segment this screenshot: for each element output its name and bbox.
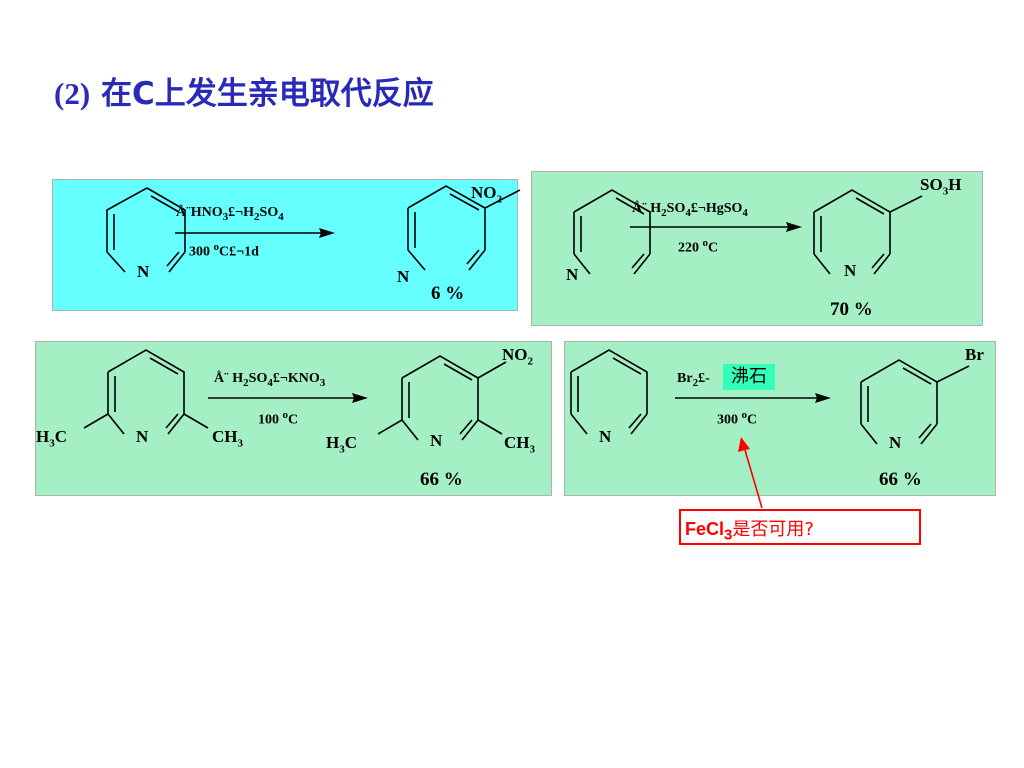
ring-n-label: N [136,427,149,446]
reaction-panel-nitration: N N Å¨HNO3£¬H2SO4 300 oC£¬1d NO2 6 % [52,179,521,311]
title-number: (2) [54,76,91,111]
reaction-panel-bromination: N N Br2£- 沸石 300 oC Br 66 % [564,341,996,496]
nitropyridine-ring [407,185,486,250]
pyridine-ring [106,187,186,252]
reaction-scheme-lutidine [83,349,507,441]
conditions-label: 220 oC [678,237,719,256]
reagent-label: Å¨ H2SO4£¬HgSO4 [632,201,748,219]
product-n-label: N [889,433,902,452]
ring-n-label: N [566,265,579,284]
reaction-scheme-bromination [570,349,970,445]
yield-label: 66 % [879,469,922,490]
boiling-stone-highlight: 沸石 [723,364,775,390]
reagent-label: Å¨ H2SO4£¬KNO3 [214,371,326,389]
yield-label: 66 % [420,469,463,490]
pyridine-ring [573,189,651,254]
sulfonic-pyridine-ring [813,189,891,254]
right-methyl-label: CH3 [212,427,243,450]
yield-label: 70 % [830,299,873,320]
title-text: 在C上发生亲电取代反应 [100,76,434,112]
ring-n-label: N [599,427,612,446]
nitrolutidine-ring [401,355,479,420]
conditions-label: 300 oC£¬1d [189,241,259,260]
lutidine-ring [107,349,185,414]
reaction-panel-lutidine-nitration: N H3C CH3 N H3C CH3 Å¨ H2SO4£¬KNO3 100 o… [35,341,552,496]
page-title: (2) 在C上发生亲电取代反应 [54,68,434,113]
reaction-scheme-nitration [106,185,521,273]
substituent-label: NO2 [471,183,502,206]
product-left-methyl-label: H3C [326,433,358,456]
reaction-panel-sulfonation: N N Å¨ H2SO4£¬HgSO4 220 oC SO3H 70 % [531,171,983,326]
ring-n-label: N [137,262,150,281]
product-right-methyl-label: CH3 [504,433,535,456]
fecl3-question-note: FeCl3是否可用? [679,509,921,545]
product-n-label: N [397,267,410,286]
reagent-label: Br2£- [677,371,710,389]
reaction-scheme-sulfonation [573,189,923,275]
product-n-label: N [430,431,443,450]
pyridine-ring [570,349,648,414]
left-methyl-label: H3C [36,427,68,450]
substituent-label: NO2 [502,345,533,368]
substituent-label: SO3H [920,175,962,198]
bromopyridine-ring [860,359,938,424]
reagent-label: Å¨HNO3£¬H2SO4 [176,205,284,223]
conditions-label: 300 oC [717,409,758,428]
substituent-label: Br [965,345,984,364]
yield-label: 6 % [431,283,465,304]
product-n-label: N [844,261,857,280]
conditions-label: 100 oC [258,409,299,428]
